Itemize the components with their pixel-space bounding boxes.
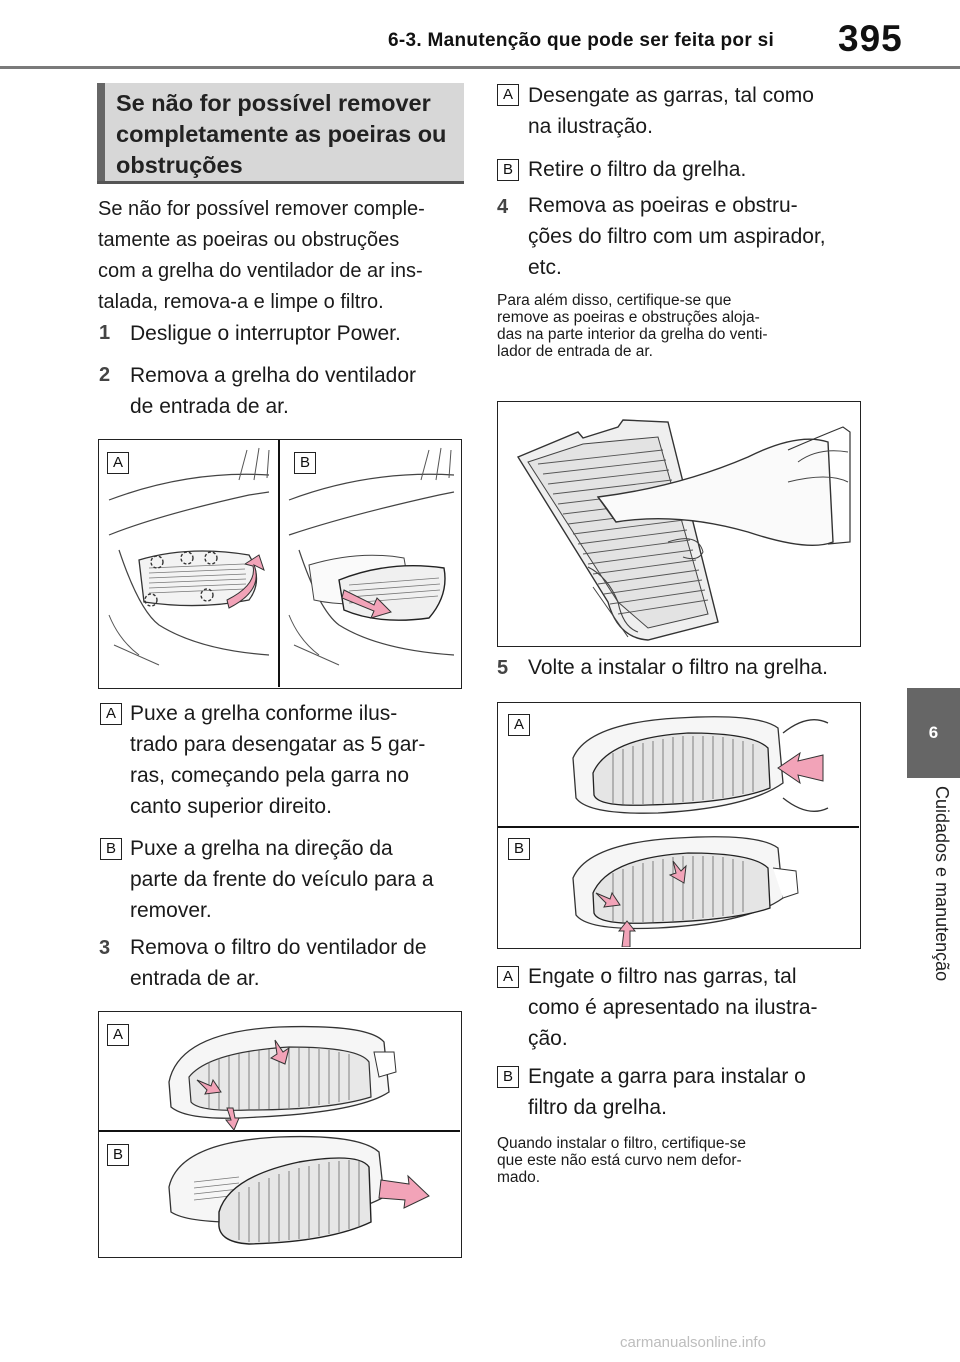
section-title: 6-3. Manutenção que pode ser feita por s… <box>388 30 775 51</box>
chapter-tab[interactable]: 6 <box>907 688 960 778</box>
step-5-text: Volte a instalar o filtro na grelha. <box>528 652 828 683</box>
sub-line: na ilustração. <box>528 115 653 138</box>
step-line: Remova a grelha do ventilador <box>130 364 417 387</box>
sub-line: Retire o filtro da grelha. <box>528 158 747 181</box>
figure-label-a: A <box>107 452 129 474</box>
step-number-1: 1 <box>99 322 111 344</box>
figure-reinstall-filter <box>497 702 861 949</box>
step-number-5: 5 <box>497 657 509 679</box>
step-line: Remova o filtro do ventilador de <box>130 936 427 959</box>
sub-line: canto superior direito. <box>130 795 332 818</box>
intro-line: tamente as poeiras ou obstruções <box>98 229 400 251</box>
sub-line: Engate o filtro nas garras, tal <box>528 965 797 988</box>
sub-line: ção. <box>528 1027 568 1050</box>
figure-remove-grille <box>98 439 462 689</box>
sub-b-text: Puxe a grelha na direção da parte da fre… <box>130 833 434 926</box>
sub-line: trado para desengatar as 5 gar- <box>130 733 426 756</box>
sub-b2-text: Engate a garra para instalar o filtro da… <box>528 1061 806 1123</box>
intro-paragraph: Se não for possível remover comple- tame… <box>98 194 425 318</box>
figure-remove-filter-illustration <box>99 1025 460 1245</box>
sub-line: parte da frente do veículo para a <box>130 868 434 891</box>
step-4-text: Remova as poeiras e obstru- ções do filt… <box>528 190 826 283</box>
step-3-text: Remova o filtro do ventilador de entrada… <box>130 932 427 994</box>
sub-line: Puxe a grelha na direção da <box>130 837 393 860</box>
step-line: Desligue o interruptor Power. <box>130 322 401 345</box>
sub-label-b: B <box>100 838 122 860</box>
heading-box <box>97 83 464 183</box>
step-line: etc. <box>528 256 562 279</box>
watermark-text: carmanualsonline.info <box>620 1334 766 1351</box>
sub-a-text: Puxe a grelha conforme ilus- trado para … <box>130 698 425 822</box>
figure-remove-filter <box>98 1011 462 1258</box>
note-line: das na parte interior da grelha do venti… <box>497 326 768 343</box>
step-number-2: 2 <box>99 364 111 386</box>
step-number-3: 3 <box>99 937 111 959</box>
sub-label-a: A <box>100 703 122 725</box>
sub-line: Engate a garra para instalar o <box>528 1065 806 1088</box>
sub-line: ras, começando pela garra no <box>130 764 409 787</box>
step-2-text: Remova a grelha do ventilador de entrada… <box>130 360 416 422</box>
page-number: 395 <box>838 18 903 59</box>
figure-remove-grille-illustration <box>108 440 455 687</box>
sub-line: remover. <box>130 899 212 922</box>
note-line: lador de entrada de ar. <box>497 343 653 360</box>
step-line: entrada de ar. <box>130 967 260 990</box>
figure-reinstall-filter-illustration <box>498 716 859 947</box>
figure-label-b: B <box>508 838 530 860</box>
sub-label-b: B <box>497 159 519 181</box>
sub-a-text: Desengate as garras, tal como na ilustra… <box>528 80 814 142</box>
sub-label-a: A <box>497 966 519 988</box>
figure-label-b: B <box>294 452 316 474</box>
note-line: mado. <box>497 1169 541 1186</box>
section-heading: Se não for possível remover completament… <box>116 90 447 178</box>
sub-a2-text: Engate o filtro nas garras, tal como é a… <box>528 961 818 1054</box>
heading-underline <box>97 181 464 184</box>
figure-label-b: B <box>107 1144 129 1166</box>
heading-accent-bar <box>97 83 105 183</box>
step-line: Remova as poeiras e obstru- <box>528 194 798 217</box>
note-line: Quando instalar o filtro, certifique-se <box>497 1135 746 1152</box>
intro-line: talada, remova-a e limpe o filtro. <box>98 291 384 313</box>
figure-vacuum-filter-illustration <box>516 419 851 641</box>
sub-line: filtro da grelha. <box>528 1096 667 1119</box>
sub-line: como é apresentado na ilustra- <box>528 996 818 1019</box>
sub-b-text: Retire o filtro da grelha. <box>528 154 746 185</box>
note-line: remove as poeiras e obstruções aloja- <box>497 309 760 326</box>
step-number-4: 4 <box>497 196 509 218</box>
figure-vacuum-filter <box>497 401 861 647</box>
sub-line: Desengate as garras, tal como <box>528 84 814 107</box>
note-line: que este não está curvo nem defor- <box>497 1152 742 1169</box>
intro-line: Se não for possível remover comple- <box>98 198 425 220</box>
step-line: ções do filtro com um aspirador, <box>528 225 826 248</box>
step-line: Volte a instalar o filtro na grelha. <box>528 656 829 679</box>
sub-line: Puxe a grelha conforme ilus- <box>130 702 398 725</box>
header-divider <box>0 66 960 69</box>
step-1-text: Desligue o interruptor Power. <box>130 318 401 349</box>
note-line: Para além disso, certifique-se que <box>497 292 732 309</box>
sub-label-a: A <box>497 84 519 106</box>
intro-line: com a grelha do ventilador de ar ins- <box>98 260 423 282</box>
figure-label-a: A <box>107 1024 129 1046</box>
note-paragraph: Quando instalar o filtro, certifique-se … <box>497 1135 746 1186</box>
chapter-label: Cuidados e manutenção <box>932 786 952 982</box>
figure-label-a: A <box>508 714 530 736</box>
step-line: de entrada de ar. <box>130 395 289 418</box>
note-paragraph: Para além disso, certifique-se que remov… <box>497 292 768 360</box>
sub-label-b: B <box>497 1066 519 1088</box>
